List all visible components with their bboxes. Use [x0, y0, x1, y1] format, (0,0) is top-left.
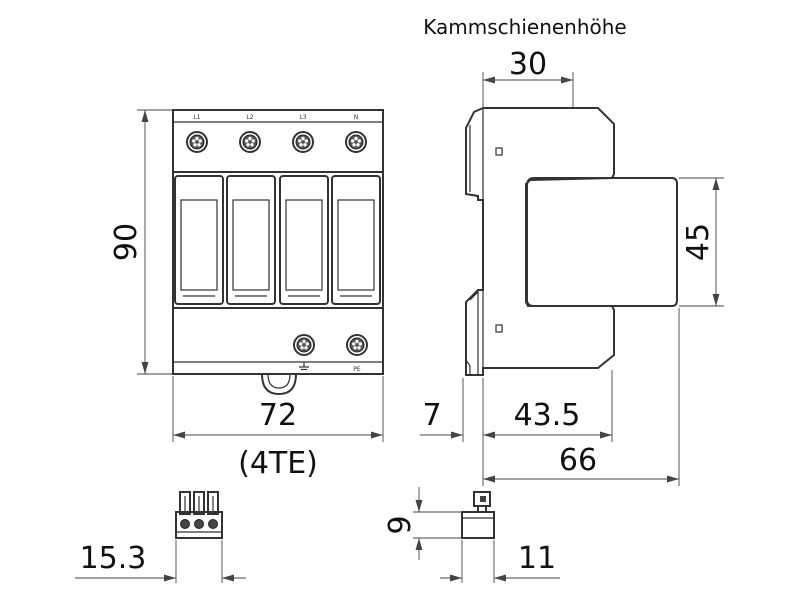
screw-terminal-icon [292, 131, 314, 153]
screw-terminal-icon [293, 334, 315, 356]
dim-text-90: 90 [109, 223, 144, 261]
dim-text-45: 45 [681, 223, 716, 261]
ground-symbol-icon [299, 362, 309, 371]
comb-rail-height-label: Kammschienenhöhe [423, 15, 627, 39]
dimension-side-bottom: 7 43.5 66 [420, 308, 680, 486]
dim-text-11: 11 [518, 541, 556, 576]
front-view: L1 L2 L3 N [172, 109, 384, 396]
dim-text-7: 7 [422, 398, 441, 433]
dim-text-30: 30 [509, 47, 547, 82]
dimension-comb-rail-30: 30 [482, 47, 574, 107]
module-slot [331, 175, 381, 305]
dim-text-43-5: 43.5 [514, 398, 581, 433]
dimension-cover-45: 45 [679, 177, 724, 307]
screw-terminal-icon [346, 334, 368, 356]
dimension-clip-11: 11 [440, 540, 560, 583]
accessory-clip [461, 491, 495, 539]
terminal-label-l1: L1 [193, 114, 200, 121]
dimension-width-72: 72 (4TE) [172, 376, 384, 481]
dimension-clip-9: 9 [383, 487, 462, 560]
dim-text-15-3: 15.3 [80, 541, 147, 576]
terminal-label-n: N [354, 114, 359, 121]
dim-text-66: 66 [559, 443, 597, 478]
module-slot [279, 175, 329, 305]
side-view [465, 107, 678, 376]
dimension-connector-15-3: 15.3 [75, 540, 246, 583]
module-slot [226, 175, 276, 305]
screw-terminal-icon [345, 131, 367, 153]
screw-terminal-icon [186, 131, 208, 153]
screw-terminal-icon [239, 131, 261, 153]
dim-text-72: 72 [259, 398, 297, 433]
module-slot [174, 175, 224, 305]
terminal-label-l2: L2 [246, 114, 253, 121]
dimension-height-90: 90 [109, 109, 172, 375]
terminal-label-l3: L3 [299, 114, 306, 121]
pe-label: PE [353, 366, 361, 373]
accessory-connector [175, 491, 223, 539]
dim-text-9: 9 [383, 515, 418, 534]
dim-text-4te: (4TE) [238, 446, 318, 481]
